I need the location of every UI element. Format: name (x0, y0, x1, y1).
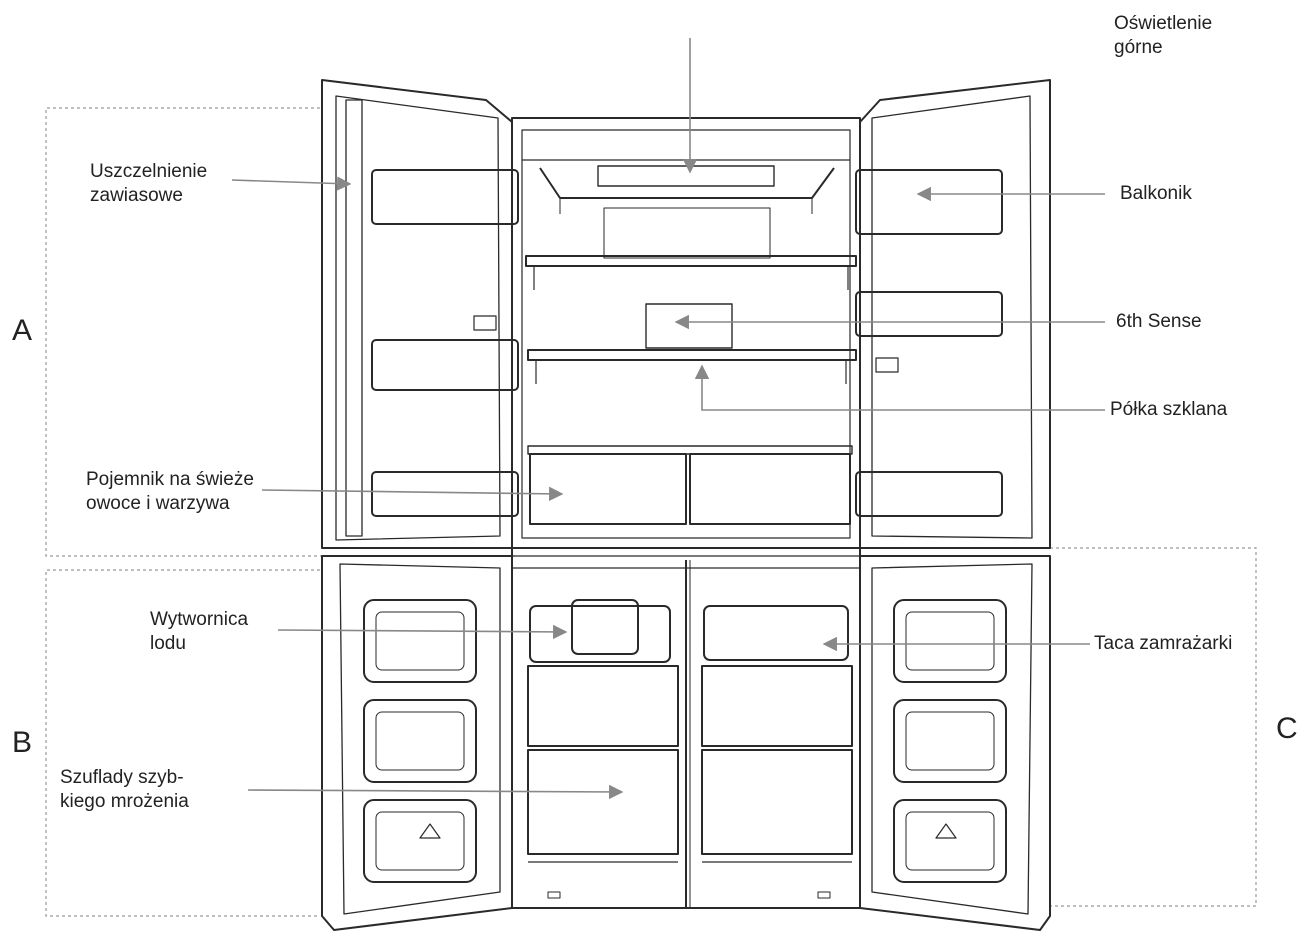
left-fridge-door (321, 79, 519, 549)
left-freezer-door (321, 555, 513, 931)
label-fast-freeze: Szuflady szyb- kiego mrożenia (60, 766, 189, 814)
label-balcony: Balkonik (1120, 183, 1192, 204)
label-freezer-tray: Taca zamrażarki (1094, 633, 1233, 654)
label-crisper: Pojemnik na świeże owoce i warzywa (86, 468, 254, 516)
arrow-glass-shelf (694, 364, 1105, 411)
label-fast-freeze-line-2: kiego mrożenia (60, 791, 189, 812)
label-top-light-line-2: górne (1114, 37, 1163, 58)
label-hinge-seal-line-1: Uszczelnienie (90, 161, 208, 182)
label-hinge-seal: Uszczelnienie zawiasowe (90, 160, 207, 208)
label-hinge-seal-line-2: zawiasowe (90, 185, 183, 206)
label-ice-maker: Wytwornica lodu (150, 608, 248, 656)
section-b-bracket (45, 569, 320, 917)
label-crisper-line-1: Pojemnik na świeże (86, 469, 254, 490)
cabinet (511, 117, 861, 909)
section-b-label: B (12, 726, 33, 759)
section-a-bracket (45, 107, 515, 557)
section-c-bracket (858, 547, 1257, 907)
label-sixth-sense: 6th Sense (1116, 311, 1202, 332)
label-ice-maker-line-1: Wytwornica (150, 609, 249, 630)
arrow-hinge-seal (231, 176, 352, 191)
label-crisper-line-2: owoce i warzywa (86, 493, 230, 514)
label-ice-maker-line-2: lodu (150, 633, 186, 654)
arrow-fast-freeze (247, 784, 624, 800)
label-top-light-line-1: Oświetlenie (1114, 13, 1213, 34)
arrow-crisper (261, 486, 564, 502)
label-glass-shelf: Półka szklana (1110, 399, 1228, 420)
label-top-light: Oświetlenie górne (1114, 12, 1212, 60)
section-a-label: A (12, 314, 33, 347)
label-fast-freeze-line-1: Szuflady szyb- (60, 767, 184, 788)
right-fridge-door (855, 79, 1051, 549)
right-freezer-door (859, 555, 1051, 931)
arrow-ice-maker (277, 624, 568, 640)
section-c-label: C (1276, 712, 1298, 745)
